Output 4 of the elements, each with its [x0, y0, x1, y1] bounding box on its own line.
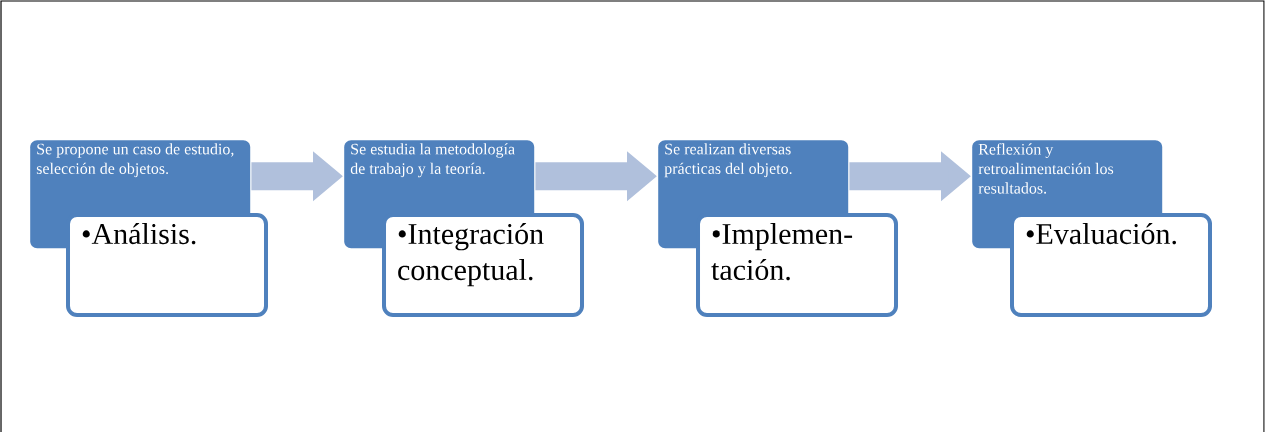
label-box: •Análisis. — [66, 213, 268, 317]
label-box: •Evaluación. — [1010, 213, 1212, 317]
label-box: •Integración conceptual. — [382, 213, 584, 317]
label-box: •Implemen- tación. — [696, 213, 898, 317]
